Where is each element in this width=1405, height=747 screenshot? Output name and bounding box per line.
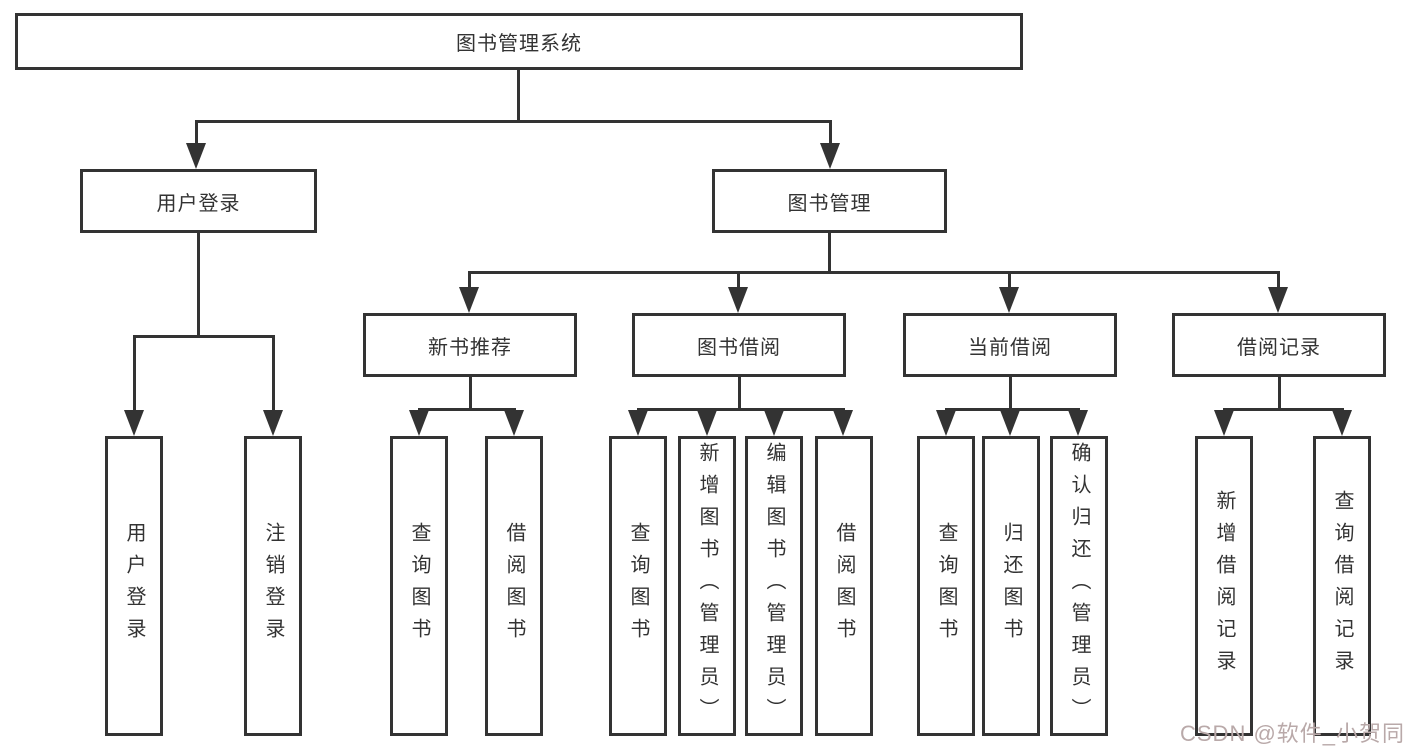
arrow-down-icon xyxy=(1000,410,1020,436)
leaf-label: 查询图书 xyxy=(408,522,430,650)
leaf-label: 编辑图书（管理员） xyxy=(763,442,785,730)
connector-line xyxy=(418,408,516,411)
leaf-borrow-books-newbooks: 借阅图书 xyxy=(485,436,543,736)
connector-line xyxy=(195,120,832,123)
leaf-label: 新增图书（管理员） xyxy=(696,442,718,730)
arrow-down-icon xyxy=(1332,410,1352,436)
connector-line xyxy=(195,120,198,144)
connector-line xyxy=(272,335,275,412)
connector-line xyxy=(1223,408,1344,411)
leaf-label: 借阅图书 xyxy=(503,522,525,650)
csdn-watermark: CSDN @软件_小贺同学 xyxy=(1180,721,1405,746)
connector-line xyxy=(945,408,1080,411)
arrow-down-icon xyxy=(833,410,853,436)
connector-line xyxy=(1277,271,1280,289)
leaf-label: 借阅图书 xyxy=(833,522,855,650)
node-borrow-records: 借阅记录 xyxy=(1172,313,1386,377)
connector-line xyxy=(1278,377,1281,410)
arrow-down-icon xyxy=(1214,410,1234,436)
leaf-label: 归还图书 xyxy=(1000,522,1022,650)
leaf-label: 用户登录 xyxy=(123,522,145,650)
connector-line xyxy=(637,408,845,411)
leaf-label: 新增借阅记录 xyxy=(1213,490,1235,682)
leaf-label: 确认归还（管理员） xyxy=(1068,442,1090,730)
arrow-down-icon xyxy=(999,287,1019,313)
connector-line xyxy=(1009,377,1012,410)
leaf-return-books: 归还图书 xyxy=(982,436,1040,736)
node-current-borrow: 当前借阅 xyxy=(903,313,1117,377)
arrow-down-icon xyxy=(1068,410,1088,436)
connector-line xyxy=(133,335,136,412)
arrow-down-icon xyxy=(409,410,429,436)
connector-line xyxy=(829,120,832,144)
connector-line xyxy=(133,335,275,338)
leaf-query-borrow-record: 查询借阅记录 xyxy=(1313,436,1371,736)
arrow-down-icon xyxy=(1268,287,1288,313)
leaf-borrow-books-borrow: 借阅图书 xyxy=(815,436,873,736)
connector-line xyxy=(197,233,200,337)
arrow-down-icon xyxy=(504,410,524,436)
node-new-book-recommend: 新书推荐 xyxy=(363,313,577,377)
node-user-login: 用户登录 xyxy=(80,169,317,233)
leaf-logout: 注销登录 xyxy=(244,436,302,736)
connector-line xyxy=(468,271,471,289)
arrow-down-icon xyxy=(459,287,479,313)
connector-line xyxy=(468,271,1280,274)
leaf-confirm-return-admin: 确认归还（管理员） xyxy=(1050,436,1108,736)
leaf-add-books-admin: 新增图书（管理员） xyxy=(678,436,736,736)
connector-line xyxy=(517,70,520,122)
arrow-down-icon xyxy=(628,410,648,436)
connector-line xyxy=(737,271,740,289)
leaf-query-books-newbooks: 查询图书 xyxy=(390,436,448,736)
arrow-down-icon xyxy=(728,287,748,313)
leaf-add-borrow-record: 新增借阅记录 xyxy=(1195,436,1253,736)
node-root: 图书管理系统 xyxy=(15,13,1023,70)
connector-line xyxy=(738,377,741,410)
arrow-down-icon xyxy=(263,410,283,436)
arrow-down-icon xyxy=(697,410,717,436)
arrow-down-icon xyxy=(186,143,206,169)
connector-line xyxy=(828,233,831,273)
arrow-down-icon xyxy=(124,410,144,436)
leaf-query-books-borrow: 查询图书 xyxy=(609,436,667,736)
leaf-label: 查询借阅记录 xyxy=(1331,490,1353,682)
leaf-query-books-current: 查询图书 xyxy=(917,436,975,736)
arrow-down-icon xyxy=(820,143,840,169)
leaf-label: 查询图书 xyxy=(935,522,957,650)
connector-line xyxy=(469,377,472,410)
leaf-user-login: 用户登录 xyxy=(105,436,163,736)
node-book-management: 图书管理 xyxy=(712,169,947,233)
leaf-label: 注销登录 xyxy=(262,522,284,650)
leaf-edit-books-admin: 编辑图书（管理员） xyxy=(745,436,803,736)
leaf-label: 查询图书 xyxy=(627,522,649,650)
arrow-down-icon xyxy=(764,410,784,436)
node-book-borrow: 图书借阅 xyxy=(632,313,846,377)
arrow-down-icon xyxy=(936,410,956,436)
connector-line xyxy=(1008,271,1011,289)
